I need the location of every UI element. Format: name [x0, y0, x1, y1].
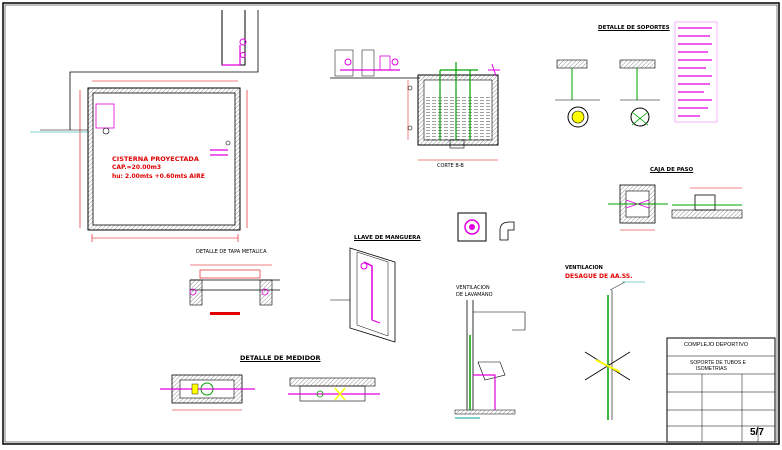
cisterna-title: CISTERNA PROYECTADA [112, 155, 199, 163]
caja-paso [608, 184, 743, 231]
cisterna-dimensions: hu: 2.00mts +0.60mts AIRE [112, 173, 205, 180]
ventilacion-lavamano-title-1: VENTILACION [456, 285, 490, 291]
title-block-project: COMPLEJO DEPORTIVO [684, 342, 749, 348]
ventilacion-aass-title-2: DESAGUE DE AA.SS. [565, 273, 633, 280]
ventilacion-aass [584, 281, 645, 420]
corte-bb [330, 49, 500, 161]
llave-manguera [330, 247, 396, 343]
ventilacion-lavamano-title-2: DE LAVAMANO [456, 292, 493, 298]
detalle-medidor-title: DETALLE DE MEDIDOR [240, 354, 321, 362]
title-block-sheet-number: 5/7 [750, 427, 764, 438]
sheet-border [2, 2, 780, 445]
detalle-tapa [189, 264, 280, 315]
ventilacion-aass-title-1: VENTILACION [565, 265, 603, 271]
title-block-sheet-title-2: ISOMETRIAS [696, 366, 727, 372]
llave-manguera-title: LLAVE DE MANGUERA [354, 235, 421, 241]
cisterna-capacity: CAP.=20.00m3 [112, 164, 162, 171]
detalle-soportes [555, 21, 718, 128]
detalle-medidor [160, 374, 380, 411]
caja-paso-title: CAJA DE PASO [650, 167, 694, 173]
ventilacion-lavamano [454, 300, 526, 419]
title-block-frame [666, 337, 776, 443]
title-block-sheet-title-1: SOPORTE DE TUBOS E [690, 360, 746, 366]
cisterna-plan [30, 10, 259, 242]
codo-detalle [457, 212, 515, 242]
detalle-soportes-title: DETALLE DE SOPORTES [598, 25, 670, 31]
corte-bb-title: CORTE B-B [437, 163, 464, 169]
detalle-tapa-title: DETALLE DE TAPA METALICA [196, 249, 267, 255]
